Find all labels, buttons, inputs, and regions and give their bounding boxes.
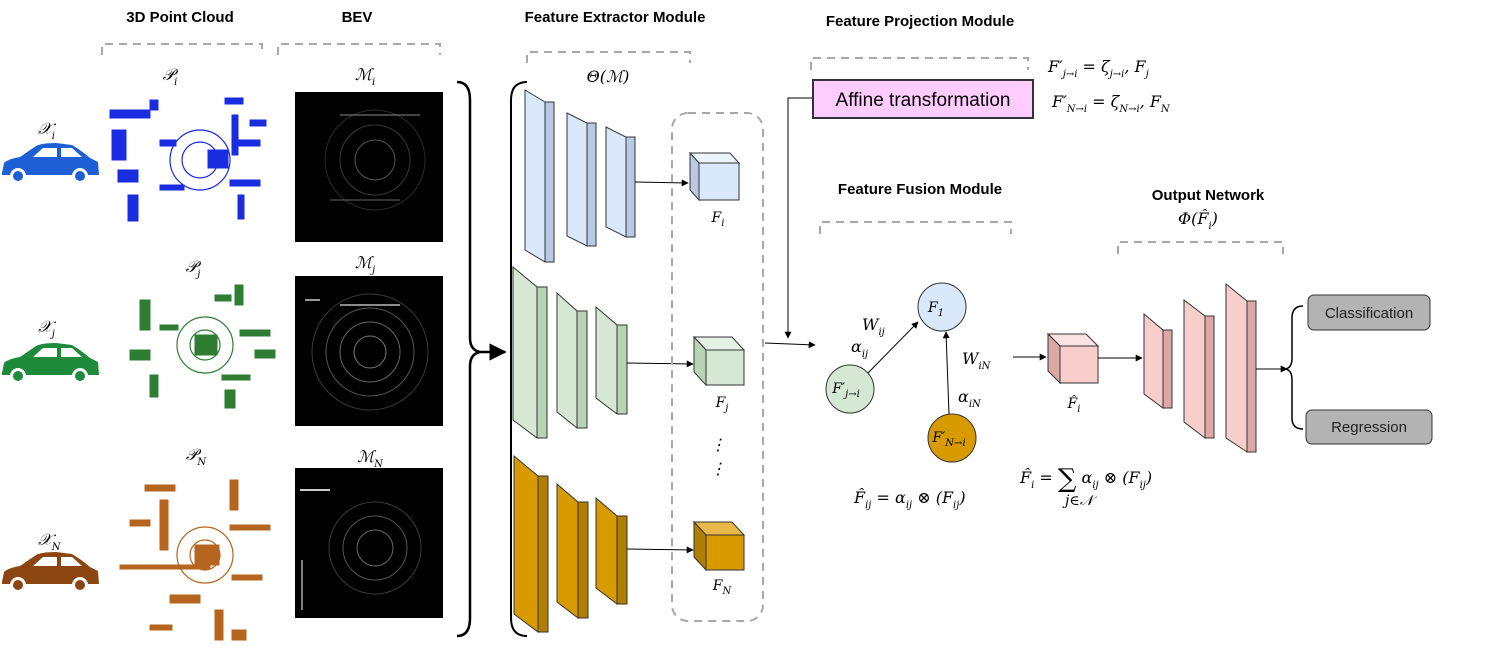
feature-label-n: FN xyxy=(712,578,733,597)
node-f1 xyxy=(917,282,967,332)
extractor-stack-n xyxy=(513,454,628,633)
bev-image-n xyxy=(295,468,443,618)
bev-image-j xyxy=(295,276,443,426)
projection-eq-n: F′N→i = ζN→i, FN xyxy=(1051,92,1171,115)
affine-label: Affine transformation xyxy=(836,90,1011,111)
brace-extractor xyxy=(526,51,691,63)
brace-fusion xyxy=(819,221,1012,234)
title-bev: BEV xyxy=(342,9,373,26)
fused-feature-cube xyxy=(1046,332,1100,385)
node-fj-label: F′j→i xyxy=(831,381,860,400)
arrow-to-fn xyxy=(626,546,694,554)
car-icon xyxy=(2,552,99,593)
node-fn xyxy=(927,413,977,463)
alpha-ij: αij xyxy=(851,337,868,360)
brace-projection xyxy=(810,57,1029,70)
output-function: Φ(F̂i) xyxy=(1178,209,1218,232)
extractor-bracket xyxy=(510,81,528,637)
bev-label-i: ℳi xyxy=(355,65,375,88)
arrow-to-fj xyxy=(626,360,694,368)
edge-fn-f1 xyxy=(942,331,950,415)
equation-fi-sum-index: j∈𝒩 xyxy=(1062,493,1098,509)
output-stack xyxy=(1143,282,1257,453)
equation-fi: F̂i = ∑ αij ⊗ (Fij) xyxy=(1019,464,1152,494)
extractor-stack-i xyxy=(524,89,636,263)
regression-label: Regression xyxy=(1331,419,1407,436)
node-fn-label: F′N→i xyxy=(931,430,965,449)
title-output: Output Network xyxy=(1152,187,1265,204)
arrow-from-affine xyxy=(784,97,812,339)
arrow-to-fusion xyxy=(764,341,816,349)
classification-label: Classification xyxy=(1325,305,1413,322)
brace-point-cloud xyxy=(101,43,263,55)
title-point-cloud: 3D Point Cloud xyxy=(126,9,234,26)
pointcloud-label-i: 𝒫i xyxy=(163,65,179,88)
agent-label-n: 𝒳N xyxy=(38,530,62,553)
feature-label-j: Fj xyxy=(715,395,729,414)
bev-image-i xyxy=(295,92,443,242)
agent-row-n: 𝒳N 𝒫N ℳN xyxy=(2,445,443,641)
title-projection: Feature Projection Module xyxy=(826,13,1014,30)
affine-transformation-box xyxy=(812,79,1034,119)
pointcloud-label-n: 𝒫N xyxy=(186,445,208,468)
classification-box xyxy=(1307,294,1431,331)
agent-label-i: 𝒳i xyxy=(38,119,57,142)
title-extractor: Feature Extractor Module xyxy=(525,9,706,26)
car-icon xyxy=(2,143,99,184)
weight-wij: Wij xyxy=(862,315,885,338)
car-icon xyxy=(2,343,99,384)
ellipsis-dot: ⋮ xyxy=(710,459,726,478)
agent-row-i: 𝒳i 𝒫i ℳi xyxy=(2,65,443,242)
equation-fij: F̂ij = αij ⊗ (Fij) xyxy=(853,488,966,511)
agent-label-j: 𝒳j xyxy=(38,317,57,340)
bev-label-n: ℳN xyxy=(357,447,384,470)
brace-bev xyxy=(277,43,441,55)
arrow-to-fi xyxy=(634,179,689,187)
node-fj xyxy=(825,364,875,414)
weight-win: WiN xyxy=(962,349,992,372)
feature-label-i: Fi xyxy=(711,210,725,229)
edge-fj-f1 xyxy=(867,321,919,374)
ellipsis-dot: ⋮ xyxy=(710,435,726,454)
point-cloud-image-n xyxy=(119,479,271,641)
extractor-function: Θ(ℳ) xyxy=(587,67,630,86)
title-fusion: Feature Fusion Module xyxy=(838,181,1002,198)
projection-eq-j: F′j→i = ζj→i, Fj xyxy=(1047,57,1149,80)
fused-feature-label: F̂i xyxy=(1067,394,1081,415)
bev-label-j: ℳj xyxy=(355,253,375,276)
feature-container xyxy=(671,112,764,622)
feature-cube-j xyxy=(692,335,746,387)
pointcloud-label-j: 𝒫j xyxy=(186,257,202,280)
point-cloud-image-i xyxy=(109,97,267,222)
feature-cube-i xyxy=(688,151,741,202)
alpha-in: αiN xyxy=(958,387,982,410)
regression-box xyxy=(1305,409,1433,445)
heads-brace xyxy=(1283,305,1304,430)
point-cloud-image-j xyxy=(129,284,276,409)
node-f1-label: F1 xyxy=(927,300,944,319)
extractor-stack-j xyxy=(512,265,628,439)
merge-brace xyxy=(456,80,481,638)
brace-output xyxy=(1117,241,1284,254)
feature-cube-n xyxy=(692,520,746,572)
agent-row-j: 𝒳j 𝒫j ℳj xyxy=(2,253,443,426)
